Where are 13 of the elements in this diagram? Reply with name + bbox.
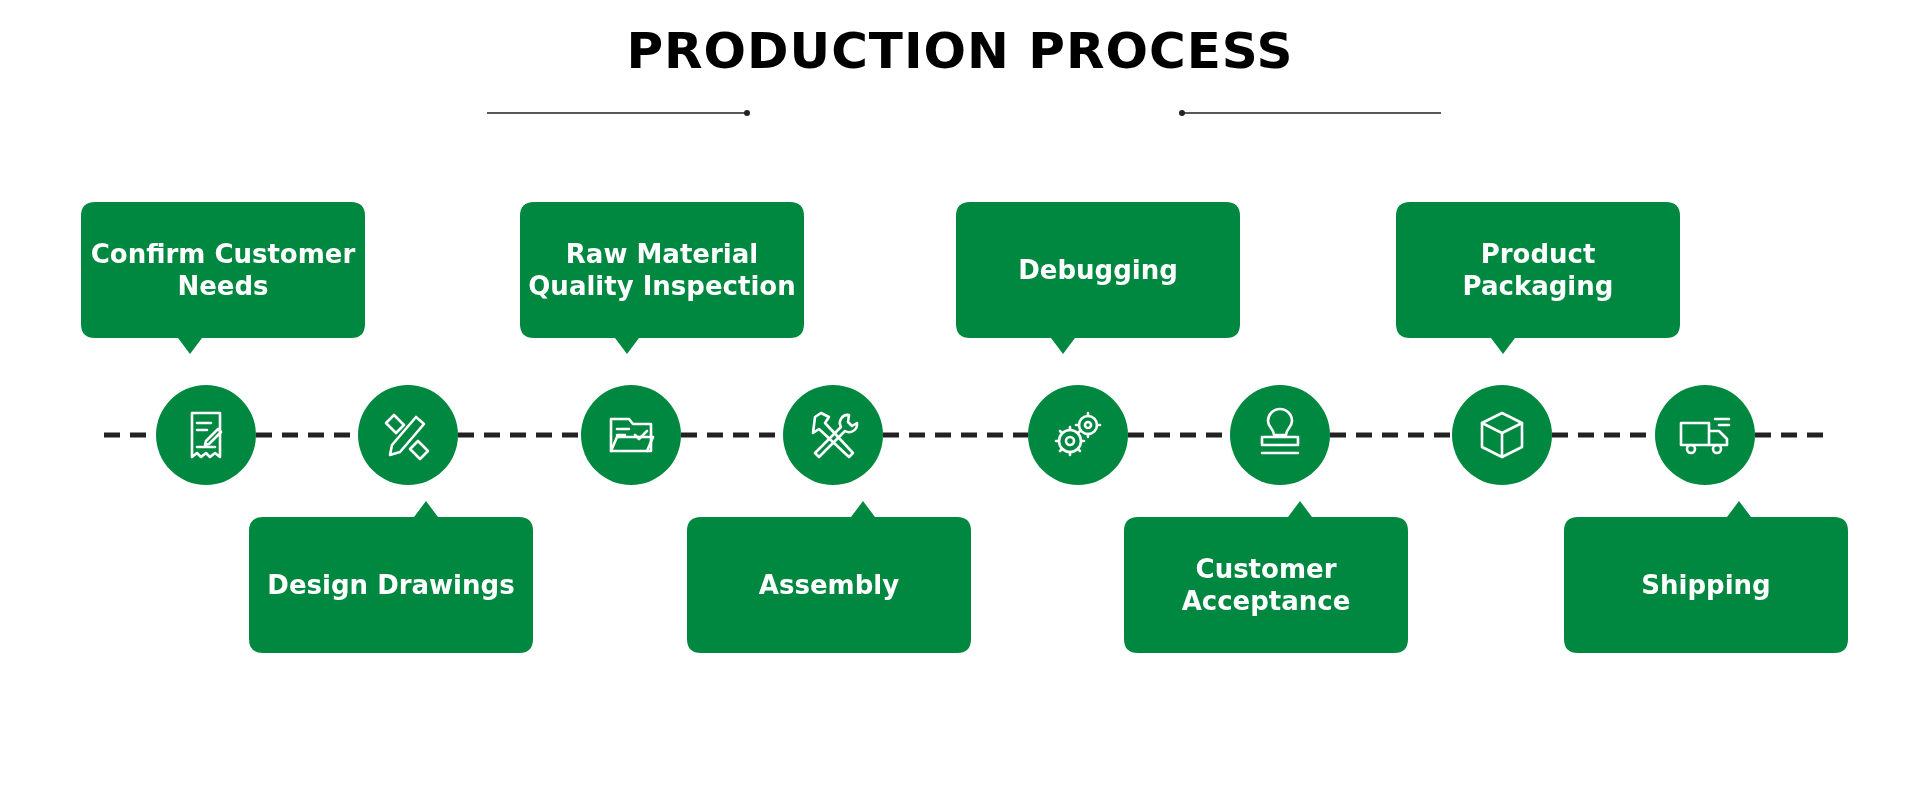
step-label: Assembly — [758, 569, 900, 601]
step-label: Raw Material Quality Inspection — [528, 238, 796, 302]
dashed-line — [883, 432, 1028, 438]
step-label: Design Drawings — [267, 569, 515, 601]
step-label: Product Packaging — [1461, 238, 1615, 302]
dashed-line — [1755, 432, 1824, 438]
step-label: Confirm Customer Needs — [89, 238, 357, 302]
step-label: Debugging — [1018, 254, 1178, 286]
step-label: Customer Acceptance — [1180, 553, 1352, 617]
dashed-line — [458, 432, 581, 438]
title: PRODUCTION PROCESS — [626, 22, 1294, 80]
dashed-line — [1330, 432, 1452, 438]
step-label: Shipping — [1641, 569, 1771, 601]
